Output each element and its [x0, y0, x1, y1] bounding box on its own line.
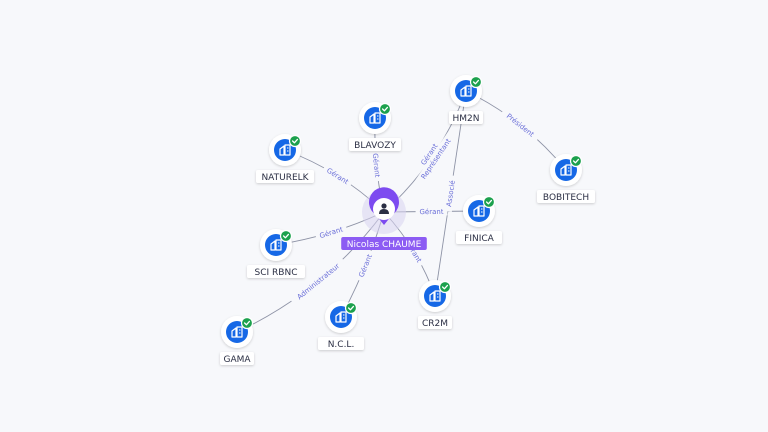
edge-label-center-blavozy: Gérant	[371, 148, 384, 182]
center-person-node[interactable]: Nicolas CHAUME	[341, 187, 427, 250]
check-badge-icon	[344, 301, 358, 315]
node-label: GAMA	[223, 355, 251, 365]
check-badge-icon	[378, 102, 392, 116]
node-label: SCI RBNC	[255, 268, 298, 278]
node-blavozy[interactable]: BLAVOZY	[349, 102, 401, 151]
node-label-bg	[349, 138, 401, 151]
edge-label-text: Gérant	[325, 167, 350, 187]
edge-label-center-naturelk: Gérant	[322, 163, 354, 188]
node-label-bg	[318, 337, 364, 350]
node-label: HM2N	[453, 114, 480, 124]
edge-hm2n-bobitech	[465, 90, 567, 171]
node-cr2m[interactable]: CR2M	[418, 280, 452, 329]
node-sci-rbnc[interactable]: SCI RBNC	[247, 229, 305, 278]
person-icon	[379, 203, 389, 214]
edge-label-hm2n-cr2m: Associé	[442, 174, 458, 212]
center-layer: Nicolas CHAUME	[341, 187, 427, 250]
edge-label-text: Président	[505, 112, 536, 139]
node-label-bg	[449, 111, 483, 124]
check-badge-icon	[569, 154, 583, 168]
node-label: CR2M	[422, 319, 448, 329]
check-badge-icon	[240, 316, 254, 330]
edge-labels-layer: GérantGérantGérantReprésentantGérantGéra…	[289, 107, 541, 306]
node-label-bg	[537, 190, 595, 203]
edge-label-center-ncl: Gérant	[354, 249, 376, 282]
center-name-label: Nicolas CHAUME	[347, 240, 422, 250]
edge-label-text: Gérant	[319, 225, 345, 240]
node-label-bg	[247, 265, 305, 278]
edge-label-text: Gérant	[371, 153, 381, 178]
node-label: NATURELK	[261, 173, 309, 183]
node-finica[interactable]: FINICA	[456, 195, 502, 244]
node-gama[interactable]: GAMA	[220, 316, 254, 365]
edge-label-center-gama: Administrateur	[289, 256, 347, 306]
node-label: FINICA	[464, 234, 495, 244]
node-hm2n[interactable]: HM2N	[449, 75, 483, 124]
check-badge-icon	[469, 75, 483, 89]
node-bobitech[interactable]: BOBITECH	[537, 154, 595, 203]
check-badge-icon	[288, 134, 302, 148]
check-badge-icon	[279, 229, 293, 243]
node-label: BOBITECH	[543, 193, 589, 203]
edge-label-text: Associé	[445, 180, 457, 207]
node-label-bg	[220, 352, 254, 365]
edge-label-hm2n-bobitech: Président	[500, 107, 541, 143]
center-label-bg	[341, 237, 427, 250]
node-label-bg	[256, 170, 314, 183]
node-label-bg	[456, 231, 502, 244]
nodes-layer: BLAVOZY NATURELK HM2N BOBITECH FINICA SCI RBN…	[220, 75, 595, 365]
node-ncl[interactable]: N.C.L.	[318, 301, 364, 350]
edge-label-center-finica: Gérant	[415, 206, 448, 216]
node-naturelk[interactable]: NATURELK	[256, 134, 314, 183]
edge-label-text: Gérant	[419, 208, 443, 216]
check-badge-icon	[482, 195, 496, 209]
node-label: BLAVOZY	[354, 141, 396, 151]
node-label: N.C.L.	[328, 340, 355, 350]
node-label-bg	[418, 316, 452, 329]
check-badge-icon	[438, 280, 452, 294]
